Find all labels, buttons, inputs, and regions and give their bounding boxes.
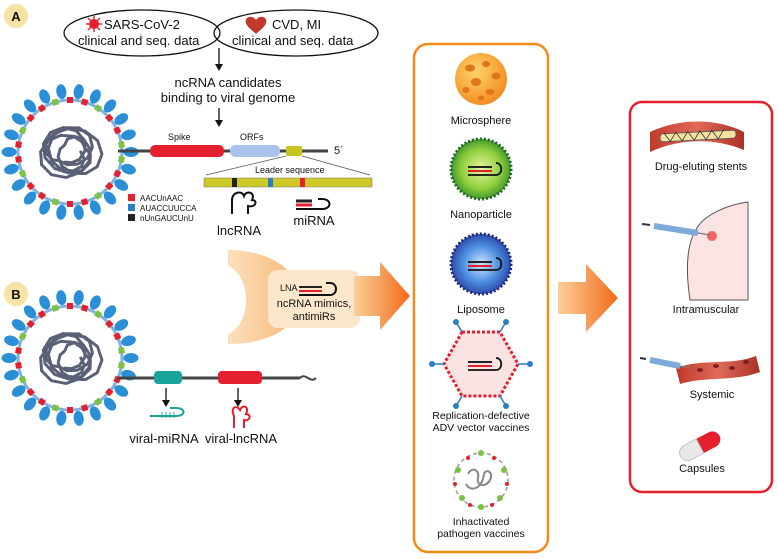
candidates-line1: ncRNA candidates	[175, 75, 282, 90]
route-label: Capsules	[679, 463, 725, 475]
spike-label: Spike	[168, 132, 191, 142]
liposome-icon	[449, 232, 513, 296]
capsule-icon	[679, 431, 721, 461]
sars-subtitle: clinical and seq. data	[78, 33, 200, 48]
legend-swatch-black	[128, 214, 135, 221]
viral-mirna-gene	[154, 371, 182, 384]
delivery-item-label: Microsphere	[451, 115, 512, 127]
panel-a: A SARS-CoV-2 clinical and seq. data CVD,…	[1, 4, 379, 238]
nanoparticle-icon	[449, 137, 513, 201]
adv-line2: ADV vector vaccines	[433, 422, 530, 434]
lncrna-icon	[231, 191, 257, 214]
legend-text: AACUnAAC	[140, 194, 183, 203]
legend-text: nUnGAUCUnU	[140, 214, 194, 223]
panel-b-label: B	[11, 287, 20, 302]
lna-label: LNA	[280, 283, 298, 293]
leader-sequence-bar	[203, 177, 373, 188]
mirna-label: miRNA	[293, 213, 334, 228]
sequence-legend: AACUnAAC AUACCUUCCA nUnGAUCUnU	[128, 194, 197, 223]
panel-b-badge	[4, 282, 28, 306]
candidates-line2: binding to viral genome	[161, 90, 295, 105]
arrow-down-icon	[215, 64, 223, 71]
mimic-rna-icon	[299, 282, 337, 296]
arrow-down-icon	[234, 400, 242, 407]
route-label: Intramuscular	[673, 304, 740, 316]
inactivated-pathogen-icon	[453, 450, 509, 510]
orfs-gene	[230, 145, 280, 157]
mimics-line2: antimiRs	[293, 311, 336, 323]
delivery-panel-border	[412, 42, 550, 554]
coronavirus-illustration	[1, 290, 139, 426]
delivery-item-label: Nanoparticle	[450, 209, 512, 221]
lncrna-label: lncRNA	[217, 223, 261, 238]
big-arrow-icon	[558, 264, 618, 332]
viral-mirna-icon	[150, 407, 185, 418]
sars-data-ellipse	[63, 9, 221, 57]
cvd-subtitle: clinical and seq. data	[232, 33, 354, 48]
five-prime-label: 5´	[334, 145, 344, 157]
viral-mirna-label: viral-miRNA	[129, 431, 199, 446]
legend-text: AUACCUUCCA	[140, 204, 197, 213]
inactivated-line2: pathogen vaccines	[437, 528, 525, 540]
delivery-item-label: Liposome	[457, 304, 505, 316]
orfs-label: ORFs	[240, 132, 264, 142]
routes-panel: Drug-eluting stents Intramuscular System…	[628, 100, 774, 494]
arrow-down-icon	[215, 120, 223, 127]
coronavirus-illustration	[1, 84, 139, 220]
heart-icon	[245, 16, 267, 34]
stent-icon	[650, 121, 744, 152]
inactivated-line1: Inhactivated	[453, 516, 510, 528]
adv-line1: Replication-defective	[432, 410, 530, 422]
mirna-icon	[296, 198, 331, 210]
sars-title: SARS-CoV-2	[104, 17, 180, 32]
cvd-data-ellipse	[213, 9, 379, 57]
big-arrow-icon	[354, 262, 410, 330]
panel-b: B viral-miRNA viral-lncRNA	[1, 282, 317, 446]
virus-icon	[86, 16, 102, 32]
viral-lncrna-gene	[218, 371, 262, 384]
ncrna-mimics-group: LNA ncRNA mimics, antimiRs	[228, 250, 410, 344]
shoulder-injection-icon	[641, 201, 749, 301]
mimics-line1: ncRNA mimics,	[277, 298, 352, 310]
route-label: Drug-eluting stents	[655, 161, 748, 173]
leader-gene	[286, 146, 302, 156]
legend-swatch-red	[128, 194, 135, 201]
panel-a-label: A	[11, 9, 21, 24]
vessel-injection-icon	[639, 356, 760, 384]
viral-lncrna-icon	[231, 405, 251, 428]
mimics-box	[268, 270, 360, 328]
spike-gene	[150, 145, 224, 157]
microsphere-icon	[455, 53, 507, 105]
leader-sequence-label: Leader sequence	[255, 165, 325, 175]
viral-lncrna-label: viral-lncRNA	[205, 431, 278, 446]
adv-vector-icon	[429, 319, 533, 409]
panel-a-badge	[4, 4, 28, 28]
arrow-down-icon	[162, 400, 170, 407]
delivery-panel: Microsphere Nanoparticle Liposome	[412, 42, 550, 554]
route-label: Systemic	[690, 389, 735, 401]
cvd-title: CVD, MI	[272, 17, 321, 32]
legend-swatch-blue	[128, 204, 135, 211]
